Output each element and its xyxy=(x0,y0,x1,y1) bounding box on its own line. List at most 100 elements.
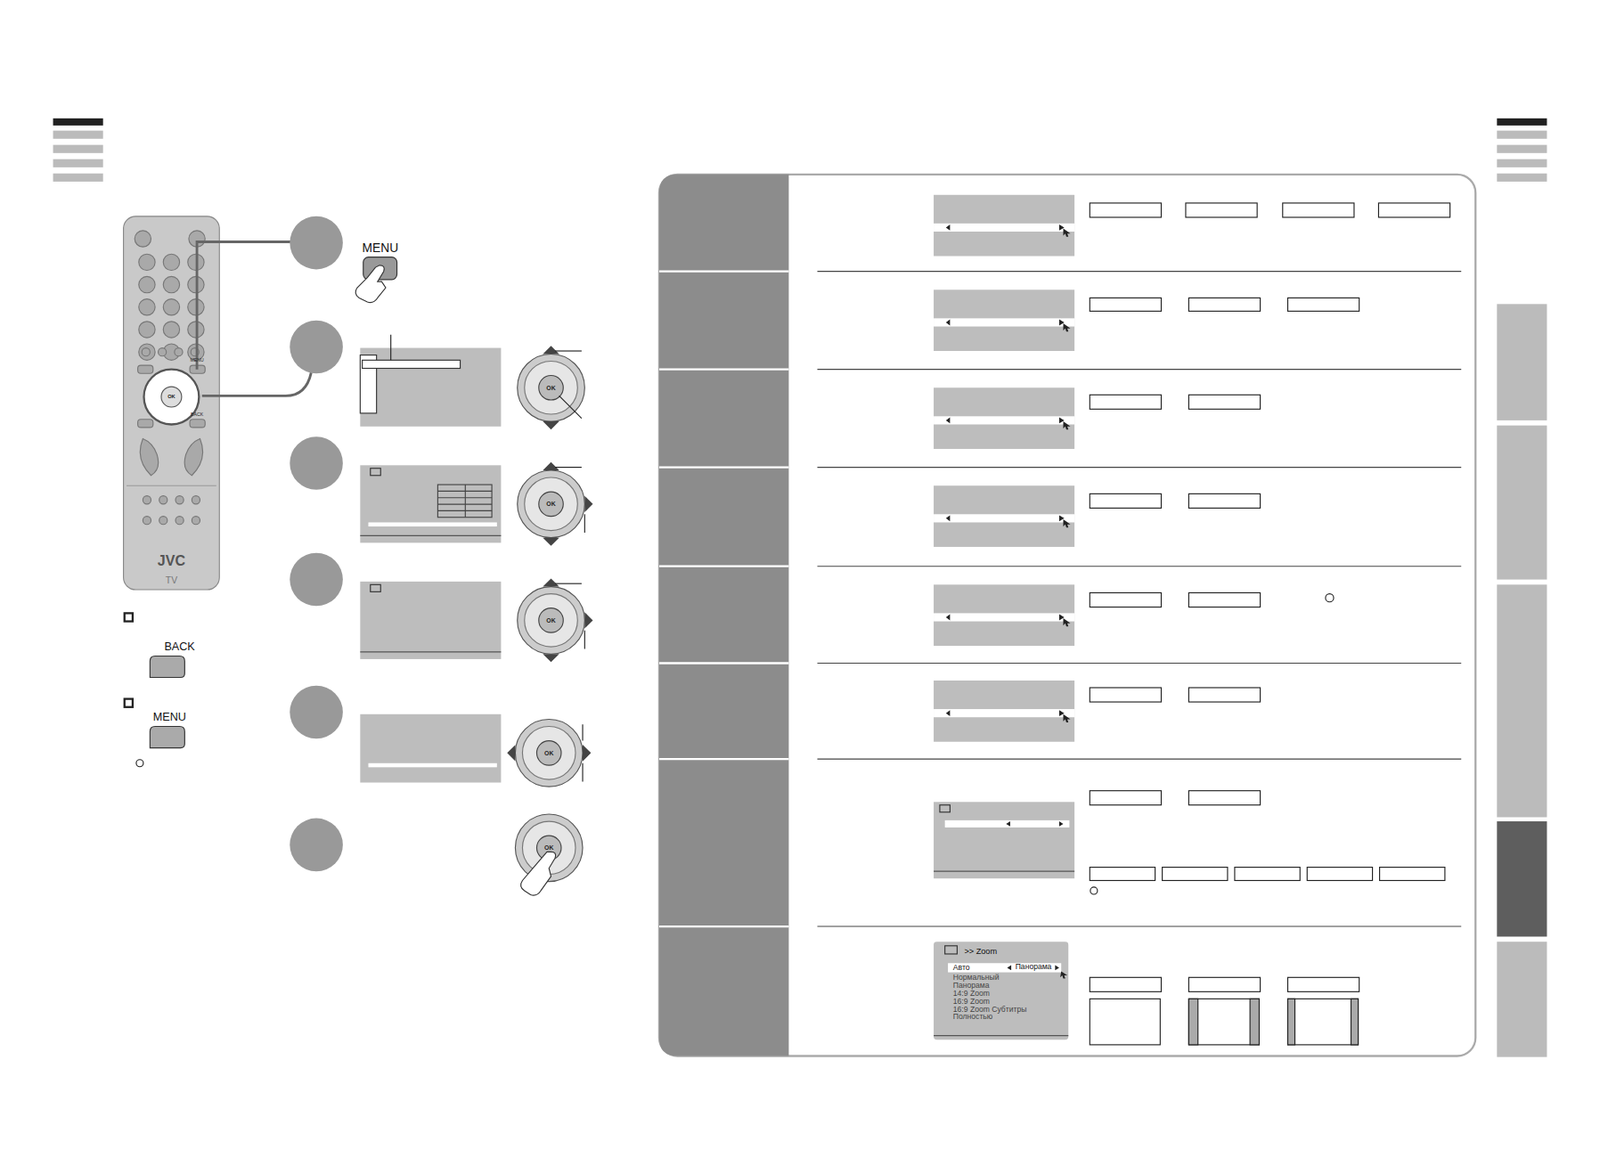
drawing-shape xyxy=(933,612,1075,621)
drawing-shape xyxy=(538,608,564,633)
drawing-shape xyxy=(939,805,950,813)
drawing-shape xyxy=(149,655,185,678)
drawing-shape xyxy=(138,276,156,293)
drawing-shape xyxy=(1306,867,1372,882)
drawing-shape xyxy=(1188,998,1259,1045)
drawing-shape xyxy=(196,241,294,369)
menu-item: Авто xyxy=(953,963,971,972)
drawing-shape xyxy=(933,941,1069,1040)
drawing-shape xyxy=(946,614,1071,628)
drawing-shape xyxy=(659,758,789,760)
drawing-shape xyxy=(946,224,1071,237)
drawing-shape xyxy=(53,118,104,126)
drawing-shape xyxy=(134,230,151,247)
drawing-shape xyxy=(816,368,1462,370)
drawing-shape xyxy=(816,759,1462,760)
drawing-shape xyxy=(1089,203,1161,218)
drawing-shape xyxy=(202,372,312,396)
drawing-shape xyxy=(555,583,582,585)
drawing-shape xyxy=(359,651,501,653)
drawing-shape xyxy=(134,230,205,525)
drawing-shape xyxy=(581,763,583,783)
drawing-shape xyxy=(584,630,586,650)
drawing-shape xyxy=(947,963,1062,972)
drawing-shape xyxy=(517,470,586,539)
drawing-shape xyxy=(367,522,497,527)
drawing-shape xyxy=(933,289,1075,352)
drawing-shape xyxy=(139,439,203,476)
drawing-shape xyxy=(390,334,392,361)
drawing-shape xyxy=(1496,303,1547,421)
drawing-shape xyxy=(149,655,185,748)
drawing-shape xyxy=(191,516,200,525)
drawing-shape xyxy=(161,386,182,408)
drawing-shape xyxy=(142,516,151,525)
drawing-shape xyxy=(659,465,789,468)
drawing-shape xyxy=(1188,394,1260,409)
menu-item: Нормальный xyxy=(953,973,1000,982)
drawing-shape xyxy=(1496,130,1547,139)
ok-key-label: OK xyxy=(544,844,554,851)
drawing-shape xyxy=(149,726,185,749)
drawing-shape xyxy=(53,130,104,139)
drawing-shape xyxy=(933,871,1075,873)
drawing-shape xyxy=(53,130,1548,1058)
drawing-shape xyxy=(289,818,343,873)
drawing-shape xyxy=(659,661,789,664)
drawing-shape xyxy=(542,578,559,662)
drawing-shape xyxy=(659,174,789,1057)
drawing-shape xyxy=(933,195,1075,743)
drawing-shape xyxy=(933,318,1075,327)
drawing-shape xyxy=(158,348,167,357)
drawing-shape xyxy=(542,462,559,547)
brand-logo: JVC xyxy=(157,553,186,568)
drawing-shape xyxy=(584,496,593,513)
drawing-shape xyxy=(1089,791,1161,806)
drawing-shape xyxy=(124,612,133,621)
drawing-shape xyxy=(359,334,501,784)
drawing-shape xyxy=(1188,998,1358,1045)
drawing-shape xyxy=(138,253,156,270)
drawing-shape xyxy=(1288,977,1360,992)
drawing-shape xyxy=(138,365,154,374)
drawing-shape xyxy=(289,553,343,607)
drawing-shape xyxy=(53,118,1548,126)
drawing-shape xyxy=(359,348,501,427)
drawing-shape xyxy=(659,174,1476,1057)
button-label: MENU xyxy=(362,241,399,254)
drawing-shape xyxy=(159,496,168,505)
drawing-shape xyxy=(1379,867,1445,882)
remote-key-label: OK xyxy=(167,394,176,400)
drawing-shape xyxy=(1089,867,1155,882)
drawing-shape xyxy=(289,216,343,270)
drawing-shape xyxy=(1185,203,1258,218)
drawing-shape xyxy=(659,565,789,568)
drawing-shape xyxy=(1089,297,1161,311)
drawing-shape xyxy=(1496,173,1547,182)
drawing-shape xyxy=(163,321,180,338)
drawing-shape xyxy=(584,514,586,533)
drawing-shape xyxy=(517,353,586,422)
drawing-shape xyxy=(933,584,1075,646)
drawing-shape xyxy=(159,516,168,525)
drawing-shape xyxy=(555,350,582,352)
drawing-shape xyxy=(289,320,343,375)
drawing-shape xyxy=(945,946,958,955)
drawing-shape xyxy=(53,159,104,168)
drawing-shape xyxy=(191,496,200,505)
drawing-shape xyxy=(514,719,583,788)
drawing-shape xyxy=(289,216,343,872)
drawing-shape xyxy=(1496,159,1547,168)
menu-item: Панорама xyxy=(953,981,990,990)
drawing-shape xyxy=(933,223,1075,232)
drawing-shape xyxy=(816,466,1462,468)
drawing-shape xyxy=(1089,998,1160,1045)
drawing-shape xyxy=(1234,867,1300,882)
drawing-shape xyxy=(1496,584,1547,817)
drawing-shape xyxy=(945,820,1070,828)
drawing-shape xyxy=(933,195,1075,257)
drawing-shape xyxy=(359,465,501,543)
drawing-shape xyxy=(163,253,180,270)
drawing-shape xyxy=(542,345,559,430)
